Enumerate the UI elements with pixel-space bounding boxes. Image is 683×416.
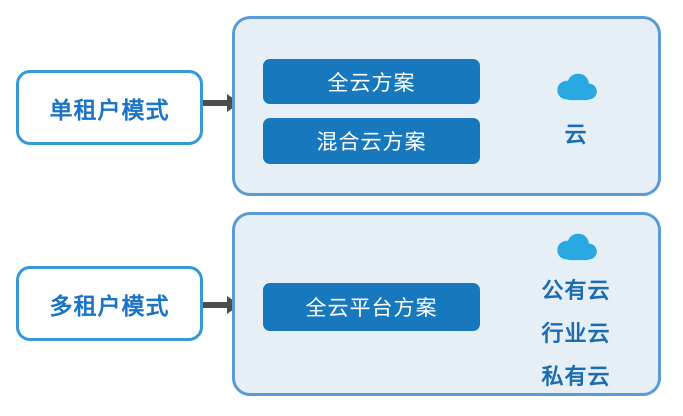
mode-box-label: 单租户模式 [49, 96, 170, 123]
arrow-shaft [203, 100, 229, 106]
solution-hybrid-cloud: 混合云方案 [263, 118, 480, 164]
mode-box-multi-tenant: 多租户模式 [16, 266, 203, 341]
cloud-group-single: 云 [530, 71, 622, 146]
cloud-label-private: 私有云 [541, 364, 611, 389]
solution-full-cloud-platform: 全云平台方案 [263, 283, 480, 331]
solution-full-cloud: 全云方案 [263, 59, 480, 104]
cloud-label-yun: 云 [564, 122, 588, 147]
cloud-icon [557, 233, 597, 261]
solution-label: 全云平台方案 [305, 297, 438, 320]
cloud-icon [557, 73, 597, 101]
cloud-group-multi: 公有云 行业云 私有云 [530, 231, 622, 388]
solution-label: 混合云方案 [316, 131, 427, 154]
solution-label: 全云方案 [327, 71, 416, 95]
panel-single-tenant: 全云方案 混合云方案 云 [232, 16, 661, 196]
cloud-label-industry: 行业云 [541, 321, 611, 346]
panel-multi-tenant: 全云平台方案 公有云 行业云 私有云 [232, 212, 661, 396]
mode-box-label: 多租户模式 [49, 292, 170, 319]
arrow-shaft [203, 302, 229, 308]
cloud-label-public: 公有云 [541, 278, 611, 303]
mode-box-single-tenant: 单租户模式 [16, 70, 203, 145]
